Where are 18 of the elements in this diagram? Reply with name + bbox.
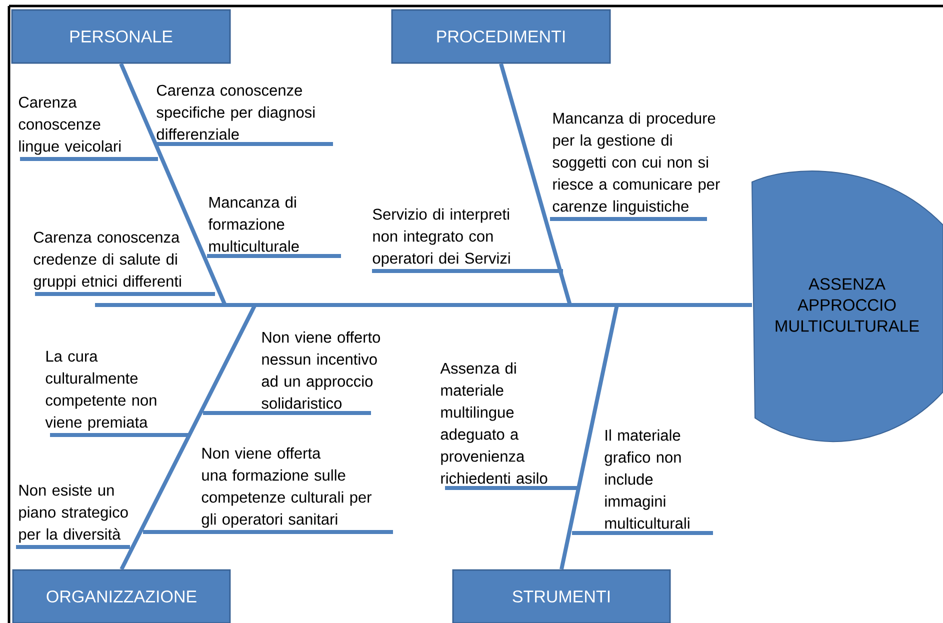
category-box: PERSONALE (11, 9, 231, 64)
cause-text: Carenza conoscenze lingue veicolari (18, 96, 121, 155)
cause-text: Mancanza di formazione multiculturale (208, 196, 299, 252)
fish-head: ASSENZA APPROCCIO MULTICULTURALE (752, 170, 943, 442)
category-box: STRUMENTI (452, 569, 671, 623)
cause-text: Non viene offerta una formazione sulle competenze culturali per gli operatori sanitari (202, 447, 372, 528)
category-box: ORGANIZZAZIONE (12, 569, 231, 623)
cause-text: Non viene offerto nessun incentivo ad un approccio solidaristico (262, 331, 380, 409)
cause-text: Carenza conoscenza credenze di salute di gruppi etnici differenti (34, 232, 181, 290)
category-box: PROCEDIMENTI (391, 9, 611, 64)
cause-text: Non esiste un piano strategico per la diversità (19, 484, 128, 543)
cause-text: Mancanza di procedure per la gestione di soggetti con cui non si riesce a comunicare per carenze linguistiche (552, 112, 720, 215)
cause-text: La cura culturalmente competente non viene premiata (45, 350, 156, 431)
cause-text: Servizio di interpreti non integrato con operatori dei Servizi (372, 208, 510, 267)
cause-text: Il materiale grafico non include immagini multiculturali (604, 429, 690, 529)
fishbone-line (560, 303, 752, 570)
cause-text: Assenza di materiale multilingue adeguato a provenienza richiedenti asilo (440, 362, 548, 484)
cause-text: Carenza conoscenze specifiche per diagnosi differenziale (156, 84, 315, 140)
